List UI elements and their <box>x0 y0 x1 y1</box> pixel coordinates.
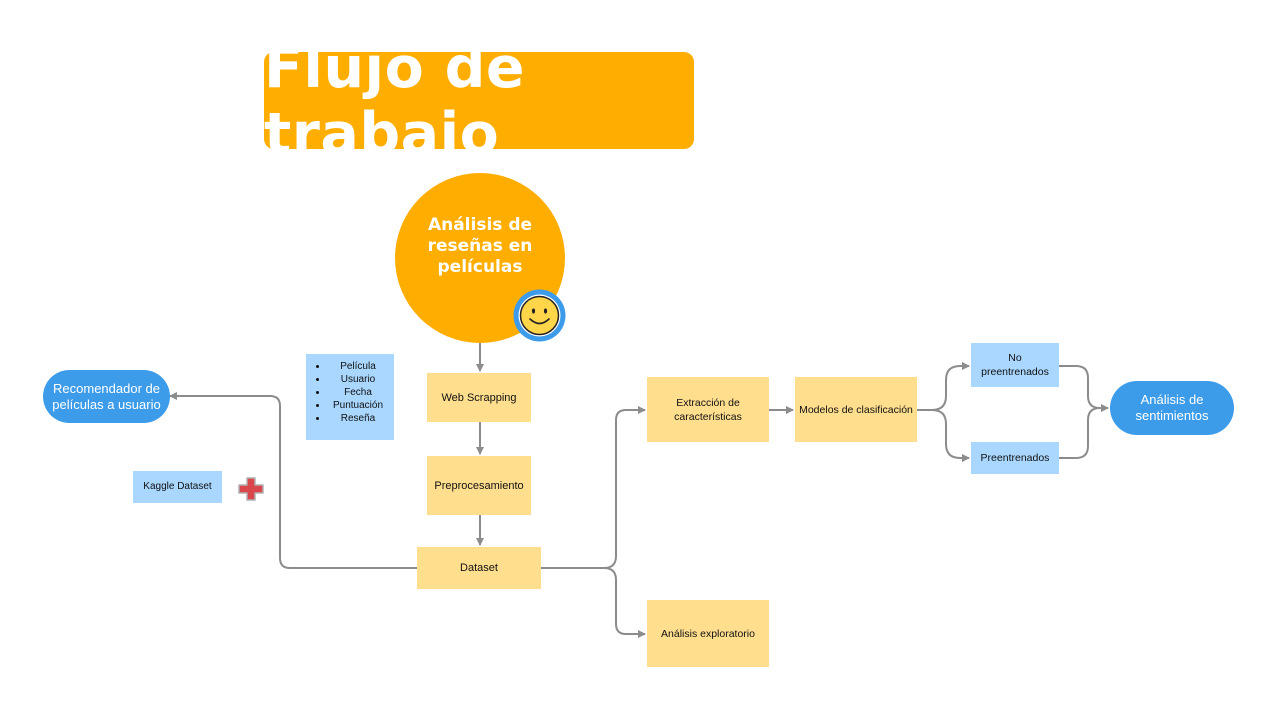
extraccion-node: Extracción de características <box>647 377 769 442</box>
central-topic-node: Análisis de reseñas en películas <box>395 173 565 343</box>
preprocesamiento-node: Preprocesamiento <box>427 456 531 515</box>
sentimientos-node: Análisis de sentimientos <box>1110 381 1234 435</box>
edge-modelos-to-no-preentrenados <box>931 362 970 411</box>
scraped-field: Fecha <box>328 386 394 399</box>
smiley-face-icon <box>512 288 567 343</box>
edge-no-preentrenados-to-sentimientos <box>1059 365 1109 412</box>
scraped-field: Película <box>328 360 394 373</box>
scraped-fields-list: Película Usuario Fecha Puntuación Reseña <box>306 354 394 440</box>
scraped-field: Reseña <box>328 412 394 425</box>
edge-modelos-to-preentrenados <box>931 409 970 462</box>
preentrenados-node: Preentrenados <box>971 442 1059 474</box>
scraped-field: Puntuación <box>328 399 394 412</box>
exploratorio-node: Análisis exploratorio <box>647 600 769 667</box>
edge-preentrenados-to-sentimientos <box>1059 407 1101 459</box>
edge-dataset-to-recomendador <box>169 392 417 569</box>
no-preentrenados-node: No preentrenados <box>971 343 1059 387</box>
web-scrapping-node: Web Scrapping <box>427 373 531 422</box>
recomendador-node: Recomendador de películas a usuario <box>43 370 170 423</box>
page-title: Flujo de trabajo <box>264 35 694 167</box>
kaggle-dataset-node: Kaggle Dataset <box>133 471 222 503</box>
central-topic-label: Análisis de reseñas en películas <box>427 214 533 277</box>
modelos-clasificacion-node: Modelos de clasificación <box>795 377 917 442</box>
red-plus-icon <box>237 476 265 502</box>
scraped-field: Usuario <box>328 373 394 386</box>
dataset-node: Dataset <box>417 547 541 589</box>
edge-dataset-to-exploratorio <box>603 567 646 638</box>
edge-dataset-to-extraccion <box>603 406 646 569</box>
